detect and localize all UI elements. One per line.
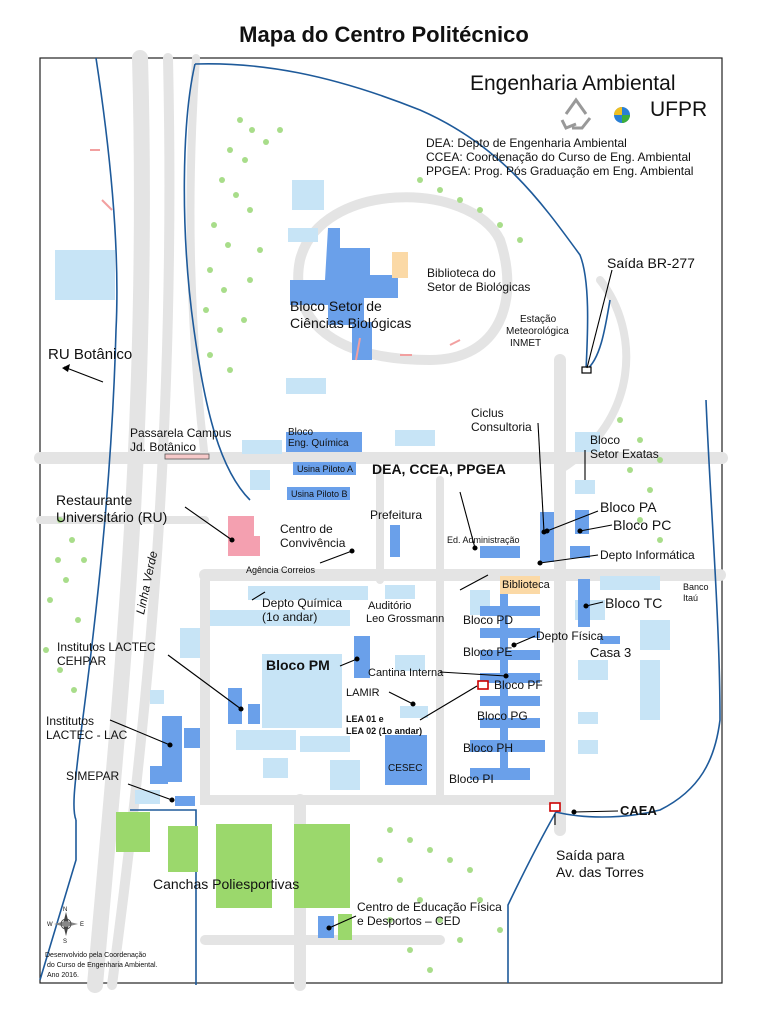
- label-passarela-1[interactable]: Passarela Campus: [130, 426, 231, 440]
- tree-clusters: [43, 117, 663, 973]
- label-bloco-biologicas-2[interactable]: Ciências Biológicas: [290, 315, 411, 331]
- legend-dea: DEA: Depto de Engenharia Ambiental: [426, 136, 627, 150]
- label-estacao-3[interactable]: INMET: [510, 338, 541, 349]
- biblioteca-biologicas-building: [392, 252, 408, 278]
- label-banco-2[interactable]: Itaú: [683, 593, 698, 603]
- label-bloco-pd[interactable]: Bloco PD: [463, 613, 513, 627]
- label-biblioteca-biologicas-1[interactable]: Biblioteca do: [427, 266, 496, 280]
- label-casa3[interactable]: Casa 3: [590, 645, 631, 660]
- label-estacao-1[interactable]: Estação: [520, 314, 557, 325]
- label-bloco-pg[interactable]: Bloco PG: [477, 709, 528, 723]
- label-usina-a[interactable]: Usina Piloto A: [297, 464, 353, 474]
- label-depto-quimica-1[interactable]: Depto Química: [262, 596, 342, 610]
- label-bloco-pc[interactable]: Bloco PC: [613, 517, 671, 533]
- label-lactec-lac-1[interactable]: Institutos: [46, 714, 94, 728]
- label-depto-quimica-2[interactable]: (1o andar): [262, 610, 317, 624]
- label-bloco-eq-1[interactable]: Bloco: [288, 427, 313, 438]
- label-bloco-biologicas-1[interactable]: Bloco Setor de: [290, 298, 382, 314]
- label-saida-br277[interactable]: Saída BR-277: [607, 255, 695, 271]
- label-simepar[interactable]: SIMEPAR: [66, 769, 119, 783]
- label-convivencia-1[interactable]: Centro de: [280, 522, 333, 536]
- label-saida-torres-2[interactable]: Av. das Torres: [556, 864, 644, 880]
- label-ciclus-2[interactable]: Consultoria: [471, 420, 532, 434]
- label-bloco-tc[interactable]: Bloco TC: [605, 595, 662, 611]
- compass-rose: N S W E: [47, 907, 84, 945]
- compass-s: S: [63, 939, 67, 945]
- biblioteca-building: [500, 576, 540, 594]
- label-bloco-pf[interactable]: Bloco PF: [494, 678, 543, 692]
- brand-line2: UFPR: [650, 98, 707, 121]
- label-lactec-cehpar-2[interactable]: CEHPAR: [57, 654, 106, 668]
- label-biblioteca[interactable]: Biblioteca: [502, 579, 551, 591]
- label-lamir[interactable]: LAMIR: [346, 687, 380, 699]
- leader-lines: [63, 269, 619, 931]
- label-usina-b[interactable]: Usina Piloto B: [291, 489, 348, 499]
- label-convivencia-2[interactable]: Convivência: [280, 536, 346, 550]
- brand-line1: Engenharia Ambiental: [470, 72, 675, 95]
- sports-fields: [116, 812, 352, 940]
- label-lea-1[interactable]: LEA 01 e: [346, 714, 384, 724]
- compass-w: W: [47, 922, 53, 928]
- label-passarela-2[interactable]: Jd. Botânico: [130, 440, 196, 454]
- label-auditorio-2[interactable]: Leo Grossmann: [366, 613, 444, 625]
- label-lactec-lac-2[interactable]: LACTEC - LAC: [46, 728, 128, 742]
- label-ru-1[interactable]: Restaurante: [56, 492, 132, 508]
- credits-2: do Curso de Engenharia Ambiental.: [47, 962, 158, 969]
- markers: [477, 366, 592, 812]
- credits-3: Ano 2016.: [47, 972, 79, 979]
- label-bloco-eq-2[interactable]: Eng. Química: [288, 438, 349, 449]
- passarela: [164, 453, 210, 460]
- label-ced-1[interactable]: Centro de Educação Física: [357, 900, 502, 914]
- compass-n: N: [63, 907, 67, 913]
- label-banco-1[interactable]: Banco: [683, 582, 709, 592]
- label-setor-exatas-2[interactable]: Setor Exatas: [590, 447, 659, 461]
- label-lactec-cehpar-1[interactable]: Institutos LACTEC: [57, 640, 156, 654]
- label-ced-2[interactable]: e Desportos – CED: [357, 914, 461, 928]
- label-ed-adm[interactable]: Ed. Administração: [447, 535, 520, 545]
- main-buildings: [150, 228, 620, 938]
- label-bloco-pm[interactable]: Bloco PM: [266, 657, 330, 673]
- label-estacao-2[interactable]: Meteorológica: [506, 326, 569, 337]
- label-bloco-ph[interactable]: Bloco PH: [463, 741, 513, 755]
- label-lea-2[interactable]: LEA 02 (1o andar): [346, 726, 422, 736]
- label-ciclus-1[interactable]: Ciclus: [471, 406, 504, 420]
- restaurante-building: [228, 516, 260, 556]
- label-depto-fisica[interactable]: Depto Física: [536, 629, 604, 643]
- globe-icon: [614, 107, 630, 123]
- label-prefeitura[interactable]: Prefeitura: [370, 508, 422, 522]
- campus-boundary: [39, 57, 721, 985]
- credits-1: Desenvolvido pela Coordenação: [45, 952, 146, 959]
- small-pink-structures: [90, 149, 461, 361]
- secondary-buildings: [55, 180, 670, 804]
- label-agencia[interactable]: Agência Correios: [246, 565, 316, 575]
- label-bloco-pi[interactable]: Bloco PI: [449, 772, 494, 786]
- label-saida-torres-1[interactable]: Saída para: [556, 847, 625, 863]
- label-auditorio-1[interactable]: Auditório: [368, 600, 411, 612]
- label-bloco-pe[interactable]: Bloco PE: [463, 645, 512, 659]
- label-caea[interactable]: CAEA: [620, 803, 657, 818]
- legend-ppgea: PPGEA: Prog. Pós Graduação em Eng. Ambie…: [426, 164, 693, 178]
- label-setor-exatas-1[interactable]: Bloco: [590, 433, 620, 447]
- label-depto-info[interactable]: Depto Informática: [600, 548, 695, 562]
- label-ru-2[interactable]: Universitário (RU): [56, 509, 167, 525]
- compass-e: E: [80, 922, 84, 928]
- arrow-ru-botanico: [62, 364, 70, 372]
- label-biblioteca-biologicas-2[interactable]: Setor de Biológicas: [427, 280, 530, 294]
- label-cantina[interactable]: Cantina Interna: [368, 667, 444, 679]
- label-ru-botanico[interactable]: RU Botânico: [48, 346, 132, 363]
- map-title: Mapa do Centro Politécnico: [239, 22, 529, 47]
- recycle-icon: [560, 97, 592, 130]
- label-cesec[interactable]: CESEC: [388, 763, 422, 774]
- label-bloco-pa[interactable]: Bloco PA: [600, 499, 657, 515]
- label-canchas[interactable]: Canchas Poliesportivas: [153, 876, 299, 892]
- label-dea[interactable]: DEA, CCEA, PPGEA: [372, 461, 506, 477]
- legend-ccea: CCEA: Coordenação do Curso de Eng. Ambie…: [426, 150, 691, 164]
